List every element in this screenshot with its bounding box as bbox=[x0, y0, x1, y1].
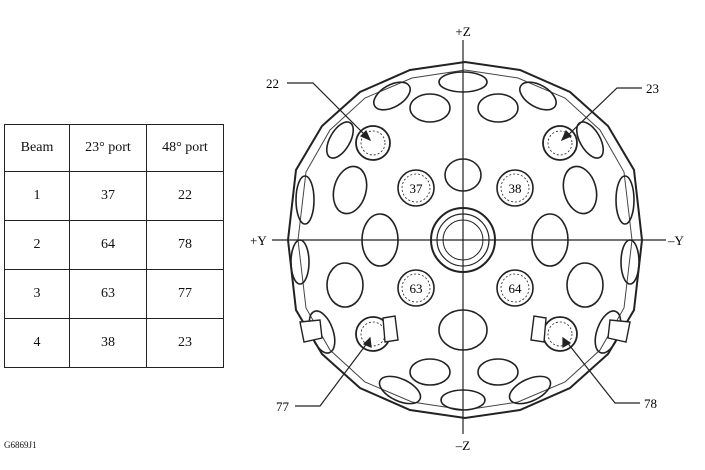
port-ring bbox=[575, 121, 605, 159]
port-label-64: 64 bbox=[509, 281, 523, 296]
port-ring bbox=[325, 121, 355, 159]
callout-label-23: 23 bbox=[646, 81, 659, 96]
chamber-outline bbox=[286, 60, 644, 420]
table-row: 3 63 77 bbox=[4, 269, 224, 319]
port-label-37: 37 bbox=[410, 181, 424, 196]
callout-line-23 bbox=[565, 87, 642, 138]
cell-23-port: 64 bbox=[69, 220, 147, 270]
cell-23-port: 37 bbox=[69, 171, 147, 221]
port-23 bbox=[542, 125, 578, 161]
callout-line-22 bbox=[287, 82, 368, 138]
port-label-38: 38 bbox=[509, 181, 522, 196]
cell-48-port: 77 bbox=[146, 269, 224, 319]
port-label-63: 63 bbox=[410, 281, 423, 296]
port-ring bbox=[477, 93, 519, 123]
port-ring bbox=[409, 358, 451, 386]
table-row: 1 37 22 bbox=[4, 171, 224, 221]
port-ring bbox=[409, 93, 451, 123]
port-ring bbox=[477, 358, 519, 386]
port-ring bbox=[620, 239, 640, 285]
figure-id: G6869J1 bbox=[4, 440, 37, 450]
axis-label-neg-y: –Y bbox=[667, 233, 685, 248]
table-row: 4 38 23 bbox=[4, 318, 224, 368]
table-row: 2 64 78 bbox=[4, 220, 224, 270]
cell-23-port: 38 bbox=[69, 318, 147, 368]
callout-label-77: 77 bbox=[276, 399, 290, 414]
axis-label-pos-z: +Z bbox=[455, 24, 470, 39]
port-ring bbox=[566, 262, 604, 308]
cell-23-port: 63 bbox=[69, 269, 147, 319]
cell-beam: 1 bbox=[4, 171, 70, 221]
port-ring bbox=[290, 239, 310, 285]
cell-48-port: 23 bbox=[146, 318, 224, 368]
port-ring bbox=[508, 375, 552, 405]
callout-line-77 bbox=[295, 341, 369, 407]
beam-port-table: Beam 23° port 48° port 1 37 22 2 64 78 3… bbox=[4, 124, 224, 368]
header-23-port: 23° port bbox=[69, 124, 147, 172]
port-ring bbox=[615, 175, 635, 225]
port-ring bbox=[519, 81, 557, 111]
port-ring bbox=[373, 81, 411, 111]
axis-label-pos-y: +Y bbox=[250, 233, 267, 248]
port-ring bbox=[378, 375, 422, 405]
table-header-row: Beam 23° port 48° port bbox=[4, 124, 224, 172]
port-ring bbox=[562, 165, 598, 215]
port-ring bbox=[332, 165, 368, 215]
axes bbox=[272, 40, 666, 434]
header-beam: Beam bbox=[4, 124, 70, 172]
cell-beam: 2 bbox=[4, 220, 70, 270]
axis-label-neg-z: –Z bbox=[455, 438, 471, 453]
callout-label-22: 22 bbox=[266, 76, 279, 91]
outer-ports bbox=[290, 71, 640, 411]
cell-beam: 4 bbox=[4, 318, 70, 368]
callout-line-78 bbox=[565, 340, 640, 404]
cell-48-port: 78 bbox=[146, 220, 224, 270]
cell-48-port: 22 bbox=[146, 171, 224, 221]
callout-label-78: 78 bbox=[644, 396, 657, 411]
ports-23-degree bbox=[397, 169, 534, 307]
port-22 bbox=[355, 125, 391, 161]
port-ring bbox=[326, 262, 364, 308]
port-ring bbox=[295, 175, 315, 225]
side-brackets bbox=[299, 315, 631, 343]
callout-lines bbox=[287, 82, 642, 407]
